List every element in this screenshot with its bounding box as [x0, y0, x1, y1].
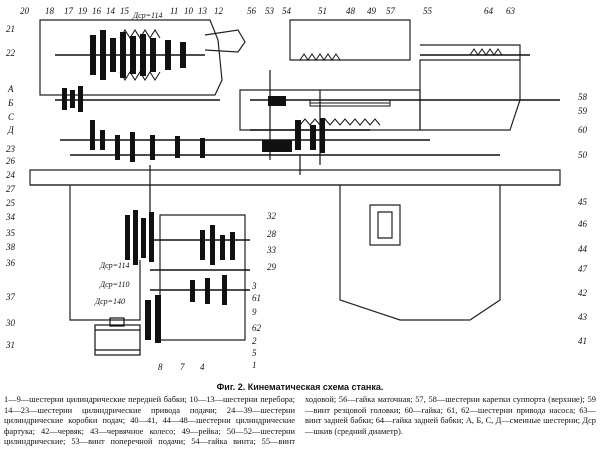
label-49: 49 — [367, 6, 377, 16]
label-21: 21 — [6, 24, 15, 34]
label-8: 8 — [158, 362, 163, 372]
label-59: 59 — [578, 106, 588, 116]
label-60: 60 — [578, 125, 588, 135]
label-4: 4 — [200, 362, 205, 372]
label-62: 62 — [252, 323, 262, 333]
label-28: 28 — [267, 229, 277, 239]
label-15: 15 — [120, 6, 130, 16]
figure-legend: 1—9—шестерни цилиндрические передней баб… — [4, 395, 596, 447]
label-dsr-114: Дср=114 — [99, 261, 129, 270]
label-5: 5 — [252, 348, 257, 358]
label-24: 24 — [6, 170, 16, 180]
label-dsr-140: Дср=140 — [94, 297, 125, 306]
label-46: 46 — [578, 219, 588, 229]
lathe-outline — [29, 19, 561, 341]
label-9: 9 — [252, 307, 257, 317]
label-dsr-114-top: Дср=114 — [132, 11, 162, 20]
label-19: 19 — [78, 6, 88, 16]
label-7: 7 — [180, 362, 185, 372]
label-20: 20 — [20, 6, 30, 16]
label-23: 23 — [6, 144, 16, 154]
motor — [94, 317, 141, 356]
label-29: 29 — [267, 262, 277, 272]
label-dsr-110: Дср=110 — [99, 280, 129, 289]
label-2: 2 — [252, 336, 257, 346]
label-34: 34 — [5, 212, 16, 222]
label-48: 48 — [346, 6, 356, 16]
label-53: 53 — [265, 6, 275, 16]
label-43: 43 — [578, 312, 588, 322]
label-42: 42 — [578, 288, 588, 298]
label-58: 58 — [578, 92, 588, 102]
label-33: 33 — [266, 245, 277, 255]
label-26: 26 — [6, 156, 16, 166]
label-47: 47 — [578, 264, 588, 274]
vertical-shafts — [149, 70, 321, 215]
label-3: 3 — [251, 281, 257, 291]
label-31: 31 — [5, 340, 15, 350]
label-50: 50 — [578, 150, 588, 160]
label-17: 17 — [64, 6, 74, 16]
apron-gears — [262, 96, 325, 153]
label-14: 14 — [106, 6, 116, 16]
label-27: 27 — [6, 184, 16, 194]
label-61: 61 — [252, 293, 261, 303]
label-30: 30 — [5, 318, 16, 328]
label-45: 45 — [578, 197, 588, 207]
headstock-gears — [90, 30, 186, 80]
label-25: 25 — [6, 198, 16, 208]
label-35: 35 — [5, 228, 16, 238]
label-56: 56 — [247, 6, 257, 16]
label-54: 54 — [282, 6, 292, 16]
label-64: 64 — [484, 6, 494, 16]
left-labels: 21 22 А Б С Д 23 26 24 27 25 34 35 38 36… — [5, 24, 16, 350]
right-labels: 58 59 60 50 45 46 44 47 42 43 41 — [578, 92, 588, 346]
label-C: С — [8, 112, 15, 122]
label-11: 11 — [170, 6, 178, 16]
label-57: 57 — [386, 6, 396, 16]
label-18: 18 — [45, 6, 55, 16]
label-12: 12 — [214, 6, 224, 16]
label-A: А — [7, 84, 14, 94]
label-44: 44 — [578, 244, 588, 254]
pulley-upper — [119, 29, 161, 81]
label-16: 16 — [92, 6, 102, 16]
label-38: 38 — [5, 242, 16, 252]
label-32: 32 — [266, 211, 277, 221]
label-22: 22 — [6, 48, 16, 58]
label-63: 63 — [506, 6, 516, 16]
label-1: 1 — [252, 360, 257, 370]
label-B: Б — [7, 98, 14, 108]
label-13: 13 — [198, 6, 208, 16]
kinematic-diagram: 20 18 17 19 16 14 15 Дср=114 11 10 13 12… — [5, 6, 588, 372]
label-36: 36 — [5, 258, 16, 268]
label-D: Д — [7, 125, 15, 135]
rack — [309, 99, 391, 107]
label-55: 55 — [423, 6, 433, 16]
figure-caption: Фиг. 2. Кинематическая схема станка. — [216, 382, 384, 392]
label-10: 10 — [184, 6, 194, 16]
lower-gearbox — [125, 210, 235, 343]
feed-gearbox — [62, 86, 205, 162]
center-labels: 32 28 33 29 3 61 9 8 7 4 62 2 5 1 Дср=11… — [94, 211, 277, 372]
label-37: 37 — [5, 292, 16, 302]
top-labels: 20 18 17 19 16 14 15 Дср=114 11 10 13 12… — [20, 6, 516, 20]
label-51: 51 — [318, 6, 327, 16]
label-41: 41 — [578, 336, 587, 346]
leadscrew — [299, 48, 503, 126]
